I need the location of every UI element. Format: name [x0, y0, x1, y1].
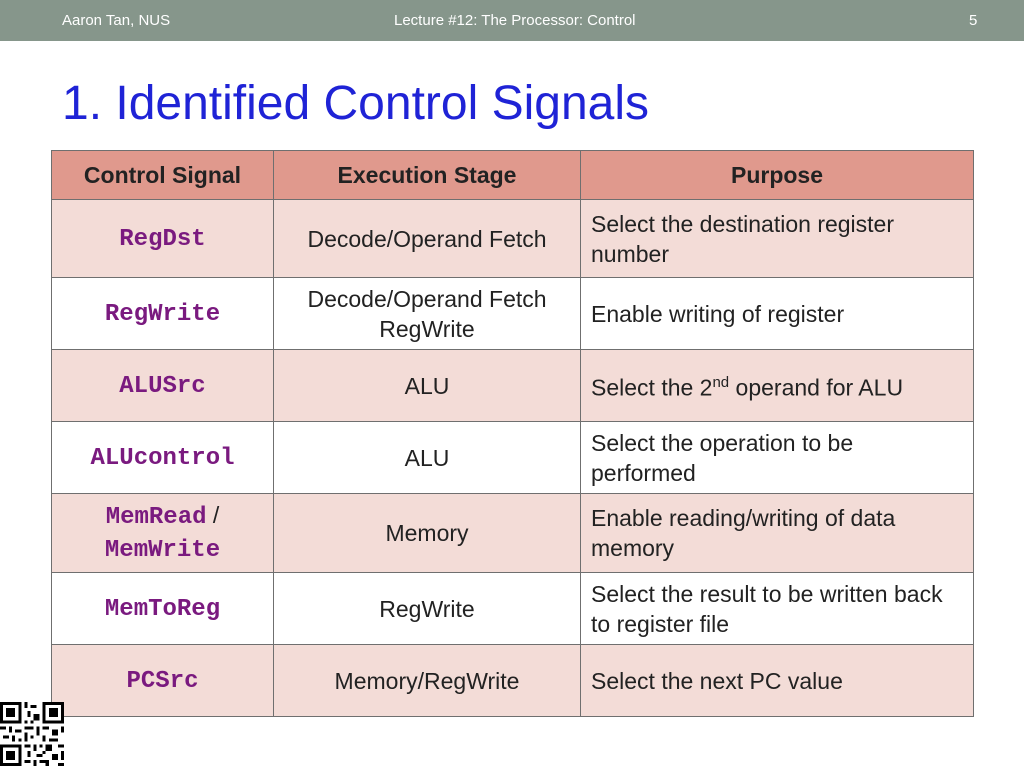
- stage-cell: ALU: [273, 349, 581, 422]
- purpose-cell: Enable writing of register: [580, 277, 974, 350]
- signal-name: PCSrc: [126, 668, 199, 695]
- purpose-cell: Select the 2nd operand for ALU: [580, 349, 974, 422]
- stage-line: Decode/Operand Fetch: [307, 285, 547, 312]
- slide-title: 1. Identified Control Signals: [62, 77, 650, 130]
- stage-cell: Decode/Operand Fetch RegWrite: [273, 277, 581, 350]
- stage-cell: Memory: [273, 493, 581, 573]
- purpose-text: Select the 2: [591, 374, 713, 401]
- table-row: RegDst Decode/Operand Fetch Select the d…: [51, 199, 974, 278]
- signal-name: ALUSrc: [119, 373, 206, 400]
- table-row: PCSrc Memory/RegWrite Select the next PC…: [51, 644, 974, 717]
- table-row: MemRead / MemWrite Memory Enable reading…: [51, 493, 974, 573]
- table-header-row: Control Signal Execution Stage Purpose: [51, 150, 974, 200]
- signal-separator: /: [206, 502, 220, 528]
- stage-cell: Decode/Operand Fetch: [273, 199, 581, 278]
- signal-name: RegDst: [119, 226, 206, 253]
- stage-line: RegWrite: [379, 315, 475, 342]
- page-number: 5: [969, 12, 978, 29]
- author-label: Aaron Tan, NUS: [62, 12, 171, 29]
- slide-header-bar: Aaron Tan, NUS Lecture #12: The Processo…: [0, 0, 1024, 41]
- signal-name: MemToReg: [104, 596, 221, 623]
- purpose-cell: Select the next PC value: [580, 644, 974, 717]
- stage-cell: RegWrite: [273, 572, 581, 645]
- stage-cell: ALU: [273, 421, 581, 494]
- column-header: Purpose: [580, 150, 974, 200]
- signal-cell: PCSrc: [51, 644, 274, 717]
- ordinal-suffix: nd: [712, 374, 730, 392]
- table-row: ALUSrc ALU Select the 2nd operand for AL…: [51, 349, 974, 422]
- signal-name: RegWrite: [104, 301, 221, 328]
- stage-cell: Memory/RegWrite: [273, 644, 581, 717]
- qr-code-icon: [0, 702, 64, 766]
- purpose-cell: Select the result to be written back to …: [580, 572, 974, 645]
- signal-cell: RegWrite: [51, 277, 274, 350]
- signal-name: MemWrite: [104, 537, 221, 564]
- control-signals-table: Control Signal Execution Stage Purpose R…: [51, 150, 974, 717]
- purpose-text: operand for ALU: [729, 374, 904, 401]
- signal-cell: RegDst: [51, 199, 274, 278]
- table-row: ALUcontrol ALU Select the operation to b…: [51, 421, 974, 494]
- column-header: Control Signal: [51, 150, 274, 200]
- column-header: Execution Stage: [273, 150, 581, 200]
- lecture-title: Lecture #12: The Processor: Control: [394, 12, 636, 29]
- table-row: RegWrite Decode/Operand Fetch RegWrite E…: [51, 277, 974, 350]
- purpose-cell: Enable reading/writing of data memory: [580, 493, 974, 573]
- signal-cell: MemToReg: [51, 572, 274, 645]
- table-row: MemToReg RegWrite Select the result to b…: [51, 572, 974, 645]
- signal-cell: MemRead / MemWrite: [51, 493, 274, 573]
- signal-cell: ALUSrc: [51, 349, 274, 422]
- purpose-cell: Select the destination register number: [580, 199, 974, 278]
- purpose-cell: Select the operation to be performed: [580, 421, 974, 494]
- signal-name: ALUcontrol: [90, 445, 235, 472]
- signal-name: MemRead: [105, 504, 207, 531]
- signal-cell: ALUcontrol: [51, 421, 274, 494]
